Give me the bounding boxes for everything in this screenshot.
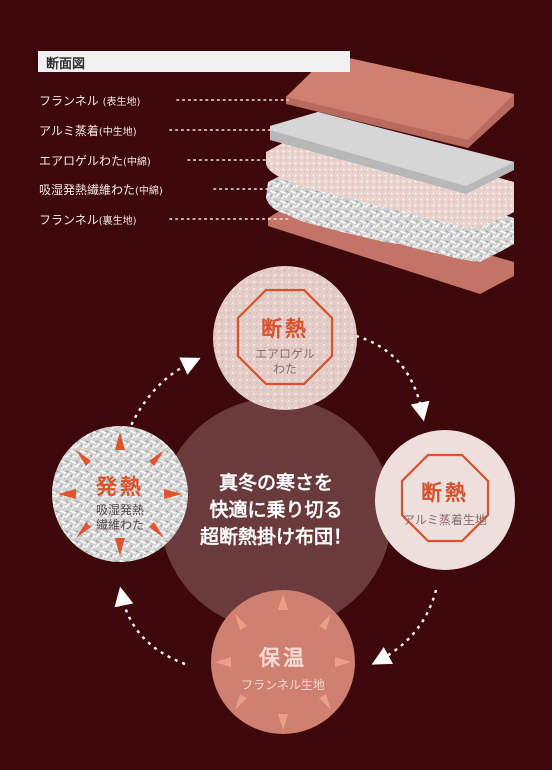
layer-label-5: フランネル(裏生地)	[39, 213, 137, 227]
layer-label-3: エアロゲルわた(中綿)	[39, 154, 151, 168]
center-line1: 真冬の寒さを	[218, 472, 333, 494]
right-line1: アルミ蒸着生地	[403, 513, 487, 527]
circle-top	[213, 266, 357, 410]
bottom-title: 保温	[259, 646, 307, 670]
leader-lines	[169, 99, 291, 220]
cycle-arrows	[114, 334, 438, 666]
center-line2: 快適に乗り切る	[209, 499, 343, 521]
center-headline: 真冬の寒さを 快適に乗り切る 超断熱掛け布団！	[160, 470, 392, 551]
center-line3: 超断熱掛け布団！	[199, 526, 352, 548]
layer-aluminum	[270, 112, 514, 194]
circle-right	[375, 430, 515, 570]
top-line1: エアロゲル	[254, 347, 315, 361]
layer-label-2: アルミ蒸着(中生地)	[39, 124, 137, 138]
top-circle-text: 断熱 エアロゲル わた	[225, 313, 345, 377]
diagram-title: 断面図	[46, 57, 86, 72]
layer-label-4: 吸湿発熱繊維わた(中綿)	[39, 183, 163, 197]
circle-bottom	[211, 590, 355, 734]
top-line2: わた	[272, 362, 297, 376]
left-circle-text: 発熱 吸湿発熱 繊維わた	[60, 471, 180, 533]
diagram-header: 断面図	[38, 51, 350, 72]
right-title: 断熱	[421, 481, 469, 505]
layer-top-flannel	[286, 54, 514, 148]
left-line1: 吸湿発熱	[95, 503, 144, 517]
bottom-circle-text: 保温 フランネル生地	[218, 642, 348, 693]
top-title: 断熱	[261, 317, 309, 341]
circle-left	[52, 426, 188, 562]
bottom-line1: フランネル生地	[241, 678, 325, 692]
center-circle	[160, 398, 392, 630]
left-title: 発熱	[96, 475, 144, 499]
left-line2: 繊維わた	[95, 518, 144, 532]
right-circle-text: 断熱 アルミ蒸着生地	[380, 477, 510, 528]
layer-label-1: フランネル (表生地)	[39, 94, 141, 108]
